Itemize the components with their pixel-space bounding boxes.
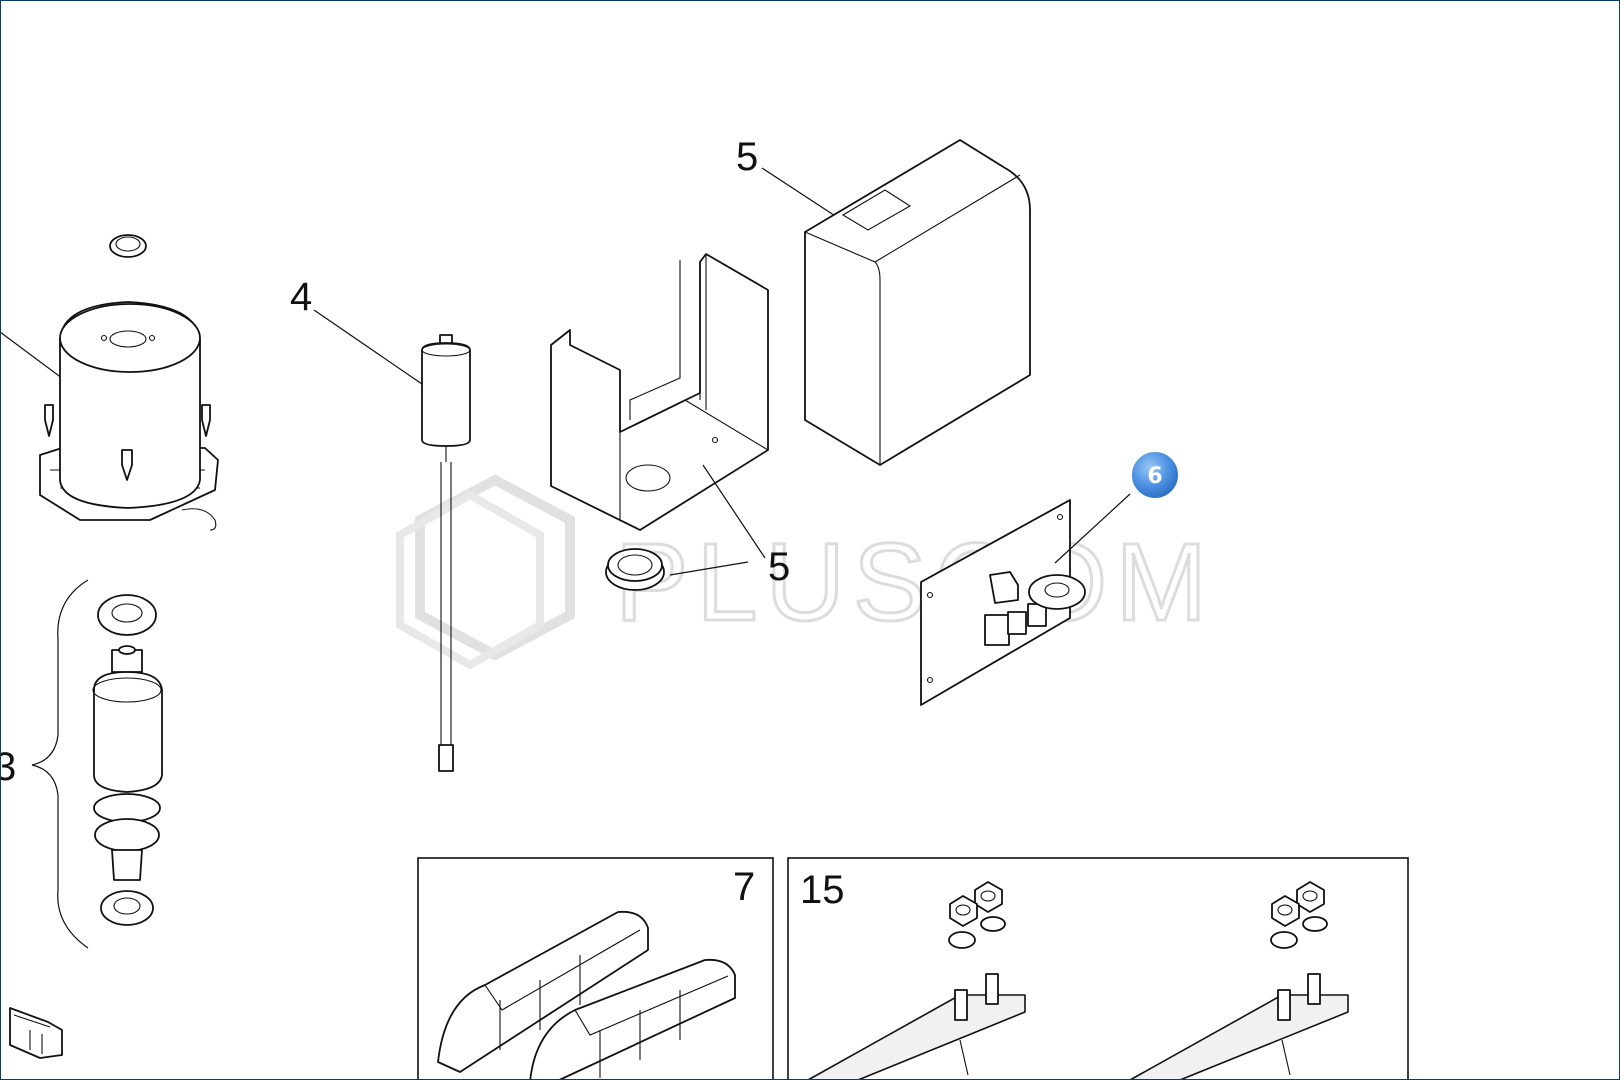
control-board-part xyxy=(920,493,1131,706)
watermark: PLUSCOM xyxy=(396,474,1215,670)
capacitor-part: 4 xyxy=(290,275,471,772)
callout-7: 7 xyxy=(733,865,755,909)
callout-3: 3 xyxy=(0,745,16,789)
top-cover-part: 5 xyxy=(736,135,1031,466)
watermark-logo-icon xyxy=(396,474,575,670)
detail-box-7: 7 xyxy=(417,857,774,1080)
detail-box-15: 15 xyxy=(787,857,1409,1080)
callout-5-frame: 5 xyxy=(768,545,790,589)
armature-assembly-part: 3 xyxy=(0,579,163,949)
motor-housing-part xyxy=(0,234,219,531)
terminal-block-part xyxy=(9,1007,63,1059)
highlight-badge-label: 6 xyxy=(1147,464,1162,489)
callout-5-cover: 5 xyxy=(736,135,758,179)
bracket-part xyxy=(437,910,736,1080)
fastener-kit-part xyxy=(807,881,1349,1080)
callout-15: 15 xyxy=(800,868,845,912)
callout-4: 4 xyxy=(290,275,312,319)
highlight-badge[interactable]: 6 xyxy=(1130,450,1180,500)
watermark-text: PLUSCOM xyxy=(615,521,1215,644)
housing-frame-part: 5 xyxy=(550,253,790,591)
